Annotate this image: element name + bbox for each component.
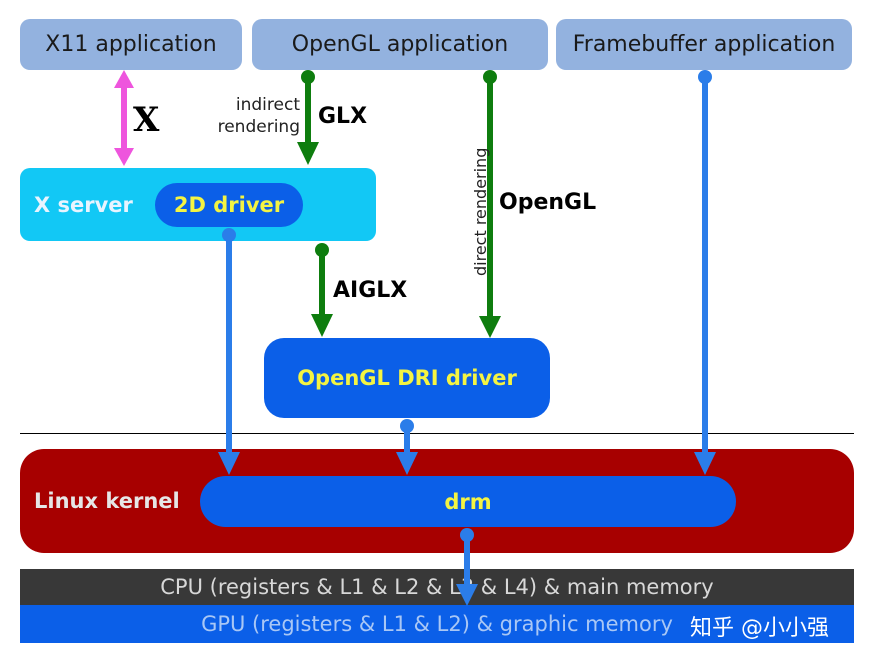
user-kernel-separator <box>20 433 854 434</box>
opengl-dri-driver-box: OpenGL DRI driver <box>264 338 550 418</box>
linux-kernel-label: Linux kernel <box>34 489 180 513</box>
x11-application-label: X11 application <box>45 32 217 57</box>
glx-label: GLX <box>318 104 368 129</box>
framebuffer-application-label: Framebuffer application <box>572 32 836 57</box>
x-server-label: X server <box>34 192 133 217</box>
2d-driver-pill: 2D driver <box>155 183 303 227</box>
opengl-application-box: OpenGL application <box>252 19 548 70</box>
direct-rendering-label: direct rendering <box>471 147 490 276</box>
2d-driver-drm-arrow <box>218 228 240 475</box>
drm-hardware-arrow <box>456 528 478 606</box>
x-protocol-arrow <box>114 70 134 166</box>
x11-application-box: X11 application <box>20 19 242 70</box>
glx-arrow <box>297 70 319 165</box>
2d-driver-label: 2D driver <box>173 193 285 217</box>
aiglx-label: AIGLX <box>333 278 408 303</box>
framebuffer-application-box: Framebuffer application <box>556 19 852 70</box>
dri-driver-drm-arrow <box>396 419 418 475</box>
direct-rendering-arrow <box>479 70 501 338</box>
framebuffer-drm-arrow <box>694 70 716 475</box>
cpu-memory-label: CPU (registers & L1 & L2 & L3 & L4) & ma… <box>160 575 714 599</box>
drm-label: drm <box>444 489 492 514</box>
opengl-application-label: OpenGL application <box>291 32 509 57</box>
gpu-memory-bar: GPU (registers & L1 & L2) & graphic memo… <box>20 605 854 643</box>
aiglx-arrow <box>311 243 333 337</box>
gpu-memory-label: GPU (registers & L1 & L2) & graphic memo… <box>201 612 673 636</box>
opengl-path-label: OpenGL <box>499 190 597 215</box>
drm-pill: drm <box>200 476 736 527</box>
rendering-label: rendering <box>217 117 300 137</box>
cpu-memory-bar: CPU (registers & L1 & L2 & L3 & L4) & ma… <box>20 569 854 605</box>
indirect-rendering-label: indirect rendering <box>200 94 300 138</box>
x-protocol-label: X <box>133 100 160 140</box>
indirect-label: indirect <box>235 95 300 115</box>
watermark: 知乎 @小小强 <box>690 616 829 641</box>
opengl-dri-driver-label: OpenGL DRI driver <box>297 366 517 390</box>
